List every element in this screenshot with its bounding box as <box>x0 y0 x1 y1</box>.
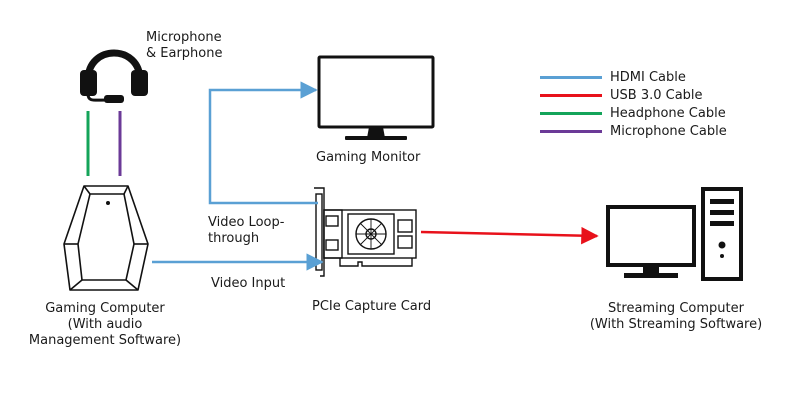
legend-item-hdmi: HDMI Cable <box>540 68 686 86</box>
microphone-earphone-label: Microphone & Earphone <box>146 30 223 61</box>
legend-label-usb: USB 3.0 Cable <box>610 87 703 103</box>
legend-item-usb: USB 3.0 Cable <box>540 86 703 104</box>
pcie-capture-card-icon <box>314 187 417 277</box>
pcie-capture-card-label: PCIe Capture Card <box>312 299 432 314</box>
gaming-computer-label: Gaming Computer (With audio Management S… <box>28 301 182 348</box>
legend-swatch-microphone <box>540 129 602 133</box>
headset-icon <box>80 49 148 103</box>
legend-swatch-usb <box>540 93 602 97</box>
legend-label-headphone: Headphone Cable <box>610 105 726 121</box>
legend-label-microphone: Microphone Cable <box>610 123 727 139</box>
gaming-computer-icon <box>63 185 149 291</box>
streaming-computer-label: Streaming Computer (With Streaming Softw… <box>589 301 763 332</box>
legend-swatch-headphone <box>540 111 602 115</box>
legend-label-hdmi: HDMI Cable <box>610 69 686 85</box>
legend-swatch-hdmi <box>540 75 602 79</box>
gaming-monitor-icon <box>317 55 435 140</box>
gaming-monitor-label: Gaming Monitor <box>316 150 421 165</box>
streaming-computer-icon <box>606 187 743 281</box>
hdmi-loop-cable <box>208 81 318 205</box>
legend-item-microphone: Microphone Cable <box>540 122 727 140</box>
usb-cable <box>420 226 599 245</box>
video-input-label: Video Input <box>211 276 286 291</box>
legend-item-headphone: Headphone Cable <box>540 104 726 122</box>
video-loop-through-label: Video Loop- through <box>208 215 285 246</box>
